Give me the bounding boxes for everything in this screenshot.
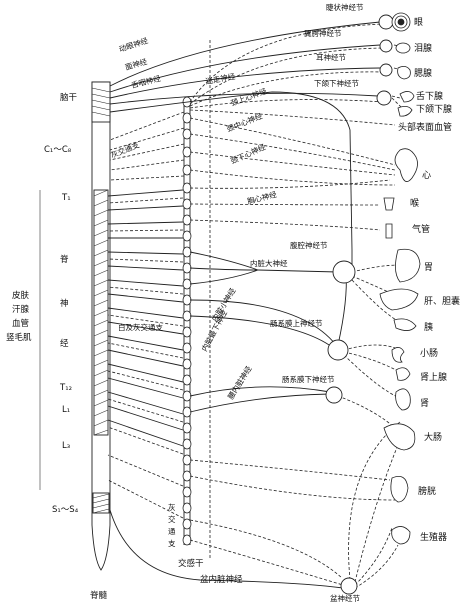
label-gray-ramus-bottom-1: 灰 <box>168 502 176 512</box>
spinal-cord <box>91 81 111 571</box>
otic-ganglion <box>379 63 393 77</box>
label-mid-cervical-cardiac: 颈中心神经 <box>225 110 264 134</box>
pelvic-ganglion <box>340 577 358 595</box>
label-t12: T₁₂ <box>59 383 72 393</box>
label-sacral-range: S₁～S₄ <box>52 505 79 515</box>
splanchnic-nerves <box>189 40 406 560</box>
label-lumbar-splanchnic: 腰内脏神经 <box>225 364 254 402</box>
trachea-shape <box>385 223 393 239</box>
label-vessels: 血管 <box>12 318 29 329</box>
label-pterygopalatine: 翼腭神经节 <box>304 28 342 38</box>
sympathetic-trunk <box>182 96 192 546</box>
label-t1: T₁ <box>61 193 71 203</box>
pterygopalatine-ganglion <box>379 39 393 53</box>
preganglionic-fibers <box>107 111 185 519</box>
larynx-shape <box>383 197 395 211</box>
label-shen: 神 <box>60 298 69 309</box>
label-inf-cervical-cardiac: 颈下心神经 <box>229 141 268 166</box>
submandibular-ganglion <box>376 90 392 106</box>
genitals-shape <box>391 526 411 545</box>
nerve-labels: 动眼神经 面神经 舌咽神经 迷走神经 颈上心神经 颈中心神经 颈下心神经 胸心神… <box>118 35 288 401</box>
submandibular-gland-shape <box>397 106 413 117</box>
label-pelvic: 盆神经节 <box>330 593 360 603</box>
label-brain-stem: 脑干 <box>60 92 78 103</box>
heart-shape <box>394 148 418 182</box>
label-sup-cervical-cardiac: 颈上心神经 <box>229 85 268 107</box>
label-oculomotor: 动眼神经 <box>118 35 150 54</box>
label-greater-splanchnic: 内脏大神经 <box>250 258 288 268</box>
ganglion-labels: 睫状神经节 翼腭神经节 耳神经节 下颌下神经节 腹腔神经节 肠系膜上神经节 肠系… <box>270 2 364 603</box>
label-bladder: 膀胱 <box>418 485 436 497</box>
organ-shapes <box>379 12 421 545</box>
ciliary-ganglion <box>378 14 394 30</box>
adrenal-shape <box>395 367 411 381</box>
label-skin: 皮肤 <box>12 290 30 301</box>
label-l3: L₃ <box>62 441 70 451</box>
thoracolumbar-segment <box>93 189 109 436</box>
label-arrector-pili: 竖毛肌 <box>6 332 32 343</box>
parotid-shape <box>397 66 411 80</box>
label-head-vessels: 头部表面血管 <box>398 121 452 133</box>
sublingual-shape <box>399 91 415 103</box>
label-kidney: 肾 <box>420 398 429 409</box>
label-adrenal: 肾上腺 <box>420 371 447 383</box>
kidney-shape <box>395 388 411 411</box>
pancreas-shape <box>393 318 417 331</box>
eye-shape <box>391 12 411 32</box>
label-celiac: 腹腔神经节 <box>290 240 328 250</box>
label-cervical-range: C₁～C₈ <box>44 145 72 155</box>
lacrimal-shape <box>395 42 411 54</box>
label-facial: 面神经 <box>124 56 149 72</box>
ganglia <box>325 14 394 595</box>
label-pelvic-splanchnic: 盆内脏神经 <box>200 574 243 585</box>
label-stomach: 胃 <box>424 262 433 273</box>
label-parotid: 腮腺 <box>414 67 432 79</box>
liver-shape <box>379 288 419 311</box>
label-sup-mesenteric: 肠系膜上神经节 <box>270 318 323 328</box>
label-ciliary: 睫状神经节 <box>326 2 364 12</box>
label-larynx: 喉 <box>410 197 419 209</box>
celiac-ganglion <box>332 260 356 284</box>
label-small-intestine: 小肠 <box>420 348 438 359</box>
label-thoracic-cardiac: 胸心神经 <box>246 189 278 206</box>
label-otic: 耳神经节 <box>316 52 346 62</box>
label-pancreas: 胰 <box>424 321 433 333</box>
label-sublingual: 舌下腺 <box>416 90 443 102</box>
label-submandibular-gland: 下颌下腺 <box>416 103 452 115</box>
label-l1: L₁ <box>62 405 70 415</box>
label-glossopharyngeal: 舌咽神经 <box>130 73 162 90</box>
stomach-shape <box>395 248 421 283</box>
left-labels: 脑干 C₁～C₈ T₁ 脊 神 经 T₁₂ L₁ L₃ S₁～S₄ 脊髓 皮肤 … <box>6 92 108 601</box>
label-submandibular: 下颌下神经节 <box>314 78 359 88</box>
label-inf-mesenteric: 肠系膜下神经节 <box>282 374 335 384</box>
label-gray-ramus-bottom-4: 支 <box>168 538 176 548</box>
bladder-shape <box>390 475 409 503</box>
pelvic-nerves <box>109 421 401 589</box>
label-ji: 脊 <box>60 254 69 265</box>
cranial-parasympathetic-nerves <box>109 21 411 251</box>
label-lacrimal: 泪腺 <box>414 42 432 54</box>
label-large-intestine: 大肠 <box>424 431 442 443</box>
sup-mesenteric-ganglion <box>327 339 349 361</box>
label-spinal-cord: 脊髓 <box>90 590 108 601</box>
inf-mesenteric-ganglion <box>325 386 343 404</box>
label-genitals: 生殖器 <box>420 531 447 543</box>
organ-labels: 眼 泪腺 腮腺 舌下腺 下颌下腺 头部表面血管 心 喉 气管 胃 肝、胆囊 胰 … <box>398 17 460 543</box>
label-white-gray-ramus: 白及灰交通支 <box>118 322 163 332</box>
label-sweat-gland: 汗腺 <box>12 304 30 315</box>
label-heart: 心 <box>422 170 431 181</box>
label-jing: 经 <box>60 338 69 349</box>
large-intestine-shape <box>383 423 416 451</box>
label-gray-ramus-bottom-3: 通 <box>168 526 176 536</box>
label-eye: 眼 <box>414 17 423 28</box>
small-intestine-shape <box>391 347 405 363</box>
label-vagus: 迷走神经 <box>205 71 237 86</box>
label-gray-ramus-bottom-2: 交 <box>168 514 176 524</box>
cardiac-nerves <box>189 117 396 231</box>
label-liver: 肝、胆囊 <box>424 295 460 307</box>
label-trachea: 气管 <box>412 223 430 235</box>
label-sympathetic-trunk: 交感干 <box>178 558 204 569</box>
